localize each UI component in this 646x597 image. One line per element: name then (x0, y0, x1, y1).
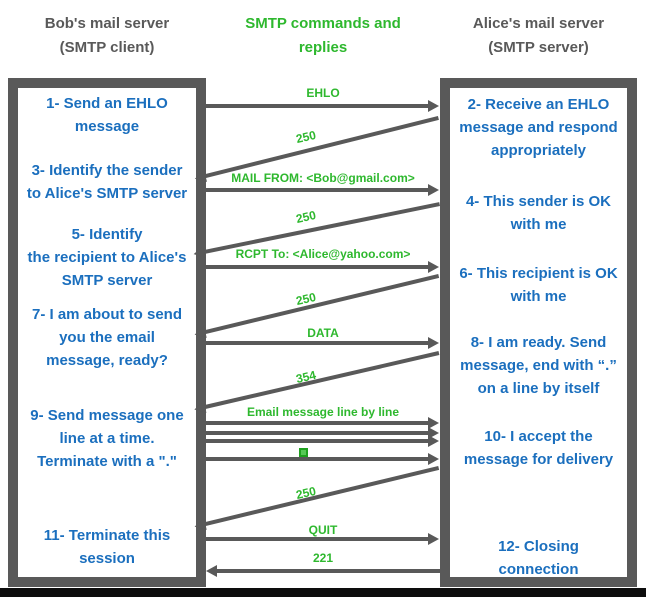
data-label: DATA (307, 326, 339, 340)
client-step-3: 3- Identify the sender to Alice's SMTP s… (26, 162, 188, 202)
center-header-line2: replies (298, 39, 348, 56)
arrow-data (206, 341, 428, 345)
client-step-11: 11- Terminate this session (43, 527, 171, 567)
rcpt-to-label: RCPT To: <Alice@yahoo.com> (235, 247, 411, 261)
arrow-email-line-3 (206, 439, 428, 443)
client-step-5: 5- Identify the recipient to Alice's SMT… (27, 226, 187, 289)
arrow-ehlo (206, 104, 428, 108)
ehlo-label: EHLO (306, 86, 340, 100)
server-header-line2: (SMTP server) (488, 39, 589, 56)
client-header-line2: (SMTP client) (59, 39, 155, 56)
arrow-reply-221 (217, 569, 440, 573)
client-step-7: 7- I am about to send you the email mess… (31, 306, 182, 369)
arrow-mail-from (206, 188, 428, 192)
client-box: 1- Send an EHLO message 3- Identify the … (8, 78, 206, 587)
server-step-6: 6- This recipient is OK with me (459, 265, 618, 305)
arrow-reply-354 (204, 351, 440, 409)
arrow-reply-250-4 (204, 466, 440, 526)
client-step-1: 1- Send an EHLO message (46, 95, 168, 135)
bottom-black-bar (0, 588, 646, 597)
reply-221-label: 221 (312, 551, 334, 565)
arrow-email-terminator (206, 457, 428, 461)
server-step-12: 12- Closing connection (498, 538, 579, 578)
server-step-4: 4- This sender is OK with me (465, 193, 612, 233)
server-step-10: 10- I accept the message for delivery (463, 428, 614, 468)
reply-250-label-3: 250 (294, 289, 318, 309)
server-step-2: 2- Receive an EHLO message and respond a… (459, 96, 618, 159)
server-header: Alice's mail server (SMTP server) (440, 12, 637, 60)
client-step-9: 9- Send message one line at a time. Term… (30, 407, 184, 470)
client-header: Bob's mail server (SMTP client) (8, 12, 206, 60)
server-box: 2- Receive an EHLO message and respond a… (440, 78, 637, 587)
center-header-line1: SMTP commands and (245, 15, 401, 32)
mail-from-label: MAIL FROM: <Bob@gmail.com> (231, 171, 415, 185)
quit-label: QUIT (308, 523, 338, 537)
message-terminator-dot-icon (299, 448, 308, 457)
reply-250-label-1: 250 (294, 127, 318, 147)
arrow-reply-250-3 (204, 274, 440, 334)
server-header-line1: Alice's mail server (472, 15, 605, 32)
arrow-email-line-2 (206, 431, 428, 435)
arrow-quit (206, 537, 428, 541)
server-step-8: 8- I am ready. Send message, end with “.… (460, 334, 617, 397)
client-header-line1: Bob's mail server (44, 15, 170, 32)
center-header: SMTP commands and replies (206, 12, 440, 60)
arrow-email-line-1 (206, 421, 428, 425)
arrow-rcpt-to (206, 265, 428, 269)
email-body-label: Email message line by line (246, 405, 400, 419)
